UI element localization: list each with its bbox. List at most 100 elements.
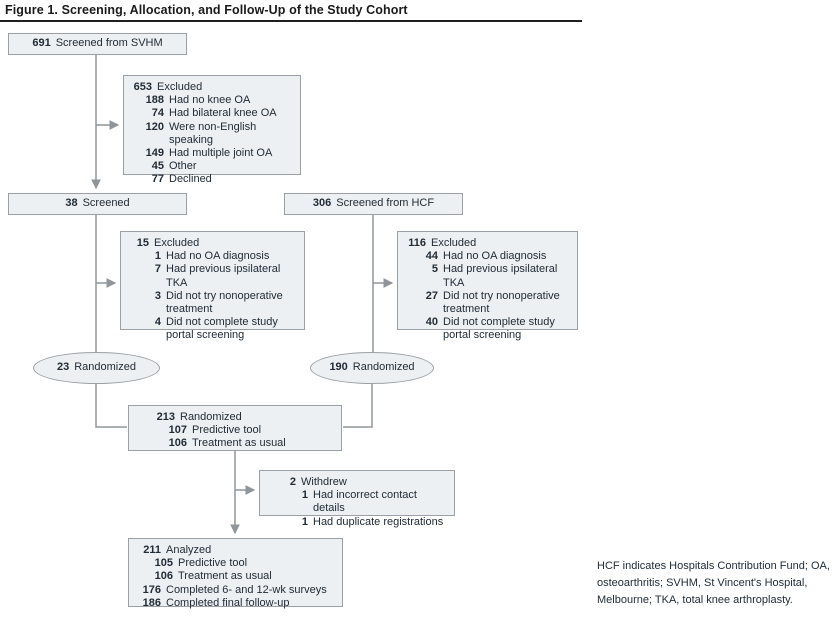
title-rule xyxy=(0,20,582,22)
flow-line-count: 106 xyxy=(168,437,187,450)
flow-line-label: Screened xyxy=(82,197,130,210)
flow-line-count: 116 xyxy=(408,237,426,249)
flow-line-count: 306 xyxy=(312,197,332,210)
flow-line-count: 4 xyxy=(154,316,161,329)
flow-line-label: Had duplicate registrations xyxy=(313,515,444,528)
node-screened-38: 38 Screened xyxy=(8,193,187,215)
flow-line: 1 Had incorrect contact details xyxy=(272,489,449,515)
flow-line-count: 44 xyxy=(425,250,438,263)
node-screened-hcf: 306 Screened from HCF xyxy=(284,193,463,215)
flow-line-count: 1 xyxy=(301,489,308,502)
flow-line-label: Randomized xyxy=(74,361,136,374)
flow-line-count: 38 xyxy=(65,197,78,210)
flow-line-label: Completed final follow-up xyxy=(166,596,290,609)
flow-line-count: 188 xyxy=(145,94,164,107)
flow-line-label: Predictive tool xyxy=(192,424,262,437)
flow-line-count: 149 xyxy=(145,147,164,160)
flow-line-label: Did not complete study portal screening xyxy=(443,316,555,342)
flow-line: 107 Predictive tool xyxy=(151,424,336,437)
flow-line-label: Were non-English speaking xyxy=(169,120,257,146)
flow-line-label: Did not try nonoperative treatment xyxy=(443,289,560,316)
flow-line-label: Had previous ipsilateral TKA xyxy=(443,263,558,289)
flow-line-label: Excluded xyxy=(431,237,477,249)
flow-line-count: 120 xyxy=(145,120,164,133)
flow-line-count: 3 xyxy=(154,289,161,302)
flow-line-label: Withdrew xyxy=(301,476,347,488)
flow-line-count: 176 xyxy=(142,583,161,596)
flow-line-count: 213 xyxy=(156,411,175,423)
flow-line-count: 1 xyxy=(301,515,308,528)
flow-line-label: Excluded xyxy=(154,237,200,249)
flow-line-label: Randomized xyxy=(180,411,242,423)
flow-line: 213 Randomized xyxy=(151,411,336,424)
flow-line-label: Screened from SVHM xyxy=(55,37,163,50)
flow-line: 1 Had no OA diagnosis xyxy=(125,250,299,263)
flow-line-count: 107 xyxy=(168,424,187,437)
flow-line-count: 1 xyxy=(154,250,161,263)
flow-line-label: Completed 6- and 12-wk surveys xyxy=(166,583,327,596)
flow-line: 306 Screened from HCF xyxy=(313,197,434,210)
flow-line-label: Had bilateral knee OA xyxy=(169,107,277,120)
flow-line-count: 74 xyxy=(151,107,164,120)
flow-line-label: Had incorrect contact details xyxy=(313,489,417,515)
flow-line: 44 Had no OA diagnosis xyxy=(402,250,572,263)
flow-line-count: 2 xyxy=(289,476,296,488)
flow-line-count: 23 xyxy=(56,361,70,374)
flow-line-label: Did not complete study portal screening xyxy=(166,316,278,342)
flow-line-count: 77 xyxy=(151,173,164,186)
flow-line-label: Analyzed xyxy=(166,544,212,556)
flow-line: 1 Had duplicate registrations xyxy=(272,516,449,529)
flow-line: 4 Did not complete study portal screening xyxy=(125,316,299,342)
flow-line-count: 15 xyxy=(136,237,149,249)
flow-line: 186 Completed final follow-up xyxy=(137,597,337,610)
flow-line-label: Randomized xyxy=(352,361,415,374)
flow-line-count: 105 xyxy=(154,557,173,570)
flow-line-label: Excluded xyxy=(157,81,203,93)
flow-line-count: 186 xyxy=(142,596,161,609)
flow-line: 120 Were non-English speaking xyxy=(128,121,295,147)
connector-randomized23-to-total xyxy=(95,383,127,428)
flow-line: 211 Analyzed xyxy=(137,544,337,557)
flow-line-label: Had no OA diagnosis xyxy=(166,250,270,263)
flow-line: 38 Screened xyxy=(65,197,129,210)
flow-line: 105 Predictive tool xyxy=(137,557,337,570)
flow-line: 176 Completed 6- and 12-wk surveys xyxy=(137,584,337,597)
flow-line-count: 7 xyxy=(154,263,161,276)
flow-line: 116 Excluded xyxy=(402,237,572,250)
flow-line: 45 Other xyxy=(128,160,295,173)
flow-line-label: Had no OA diagnosis xyxy=(443,250,547,263)
flow-line-label: Other xyxy=(169,160,197,173)
node-randomized-svhm: 23 Randomized xyxy=(33,352,160,384)
flow-line: 40 Did not complete study portal screenin… xyxy=(402,316,572,342)
flow-line: 77 Declined xyxy=(128,173,295,186)
flow-line-count: 211 xyxy=(143,544,161,556)
flow-line-count: 45 xyxy=(151,160,164,173)
flow-line: 2 Withdrew xyxy=(272,476,449,489)
flow-line: 15 Excluded xyxy=(125,237,299,250)
flow-line-label: Screened from HCF xyxy=(336,197,435,210)
figure-title: Figure 1. Screening, Allocation, and Fol… xyxy=(5,3,408,17)
flow-line-label: Treatment as usual xyxy=(178,570,272,583)
flow-line-label: Declined xyxy=(169,173,212,186)
flow-line-label: Predictive tool xyxy=(178,557,248,570)
flow-line: 74 Had bilateral knee OA xyxy=(128,107,295,120)
figure-footnote: HCF indicates Hospitals Contribution Fun… xyxy=(597,560,830,606)
flow-line-count: 40 xyxy=(425,316,438,329)
